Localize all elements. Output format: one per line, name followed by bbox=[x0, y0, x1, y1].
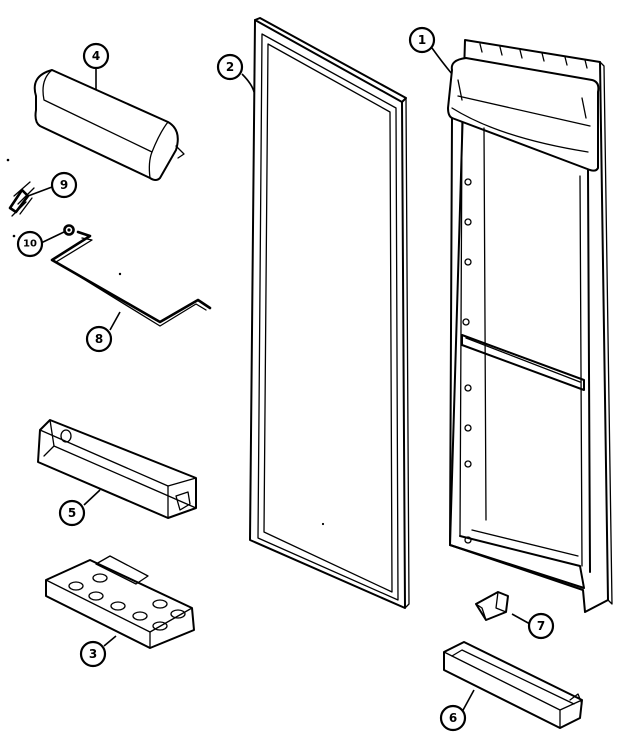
callout-7: 7 bbox=[527, 612, 555, 640]
part-4-dairy-door bbox=[33, 69, 185, 181]
callout-4: 4 bbox=[82, 42, 110, 70]
leader-1 bbox=[431, 47, 453, 75]
leader-7 bbox=[511, 613, 531, 625]
leader-lines bbox=[27, 47, 531, 713]
callout-1-label: 1 bbox=[418, 33, 426, 47]
part-1-door-liner bbox=[447, 39, 613, 613]
part-7-clip bbox=[475, 591, 509, 621]
leader-2 bbox=[241, 73, 255, 93]
leader-6 bbox=[461, 689, 475, 713]
leader-8 bbox=[109, 311, 121, 331]
callout-5-label: 5 bbox=[68, 506, 76, 520]
part-8-rod bbox=[50, 230, 212, 327]
leader-5 bbox=[83, 489, 101, 506]
part-9-spring bbox=[6, 158, 35, 238]
callout-6-label: 6 bbox=[449, 711, 457, 725]
part-3-egg-tray bbox=[45, 555, 195, 649]
callout-8: 8 bbox=[85, 325, 113, 353]
part-6-door-shelf bbox=[443, 641, 583, 729]
callout-6: 6 bbox=[439, 704, 467, 732]
leader-3 bbox=[103, 635, 117, 647]
callout-10: 10 bbox=[16, 230, 44, 258]
callout-4-label: 4 bbox=[92, 49, 100, 63]
callout-2-label: 2 bbox=[226, 60, 234, 74]
leader-10 bbox=[40, 231, 65, 244]
part-5-bin bbox=[37, 419, 197, 519]
leader-9 bbox=[27, 186, 53, 197]
part-10-bushing bbox=[63, 224, 75, 236]
callout-9-label: 9 bbox=[60, 178, 68, 192]
callout-3-label: 3 bbox=[89, 647, 97, 661]
callout-5: 5 bbox=[58, 499, 86, 527]
callout-3: 3 bbox=[79, 640, 107, 668]
speck bbox=[321, 522, 325, 526]
callout-8-label: 8 bbox=[95, 332, 103, 346]
callout-2: 2 bbox=[216, 53, 244, 81]
callout-1: 1 bbox=[408, 26, 436, 54]
callout-7-label: 7 bbox=[537, 619, 545, 633]
callout-10-label: 10 bbox=[23, 239, 37, 250]
callout-9: 9 bbox=[50, 171, 78, 199]
part-2-door-gasket bbox=[249, 17, 410, 609]
